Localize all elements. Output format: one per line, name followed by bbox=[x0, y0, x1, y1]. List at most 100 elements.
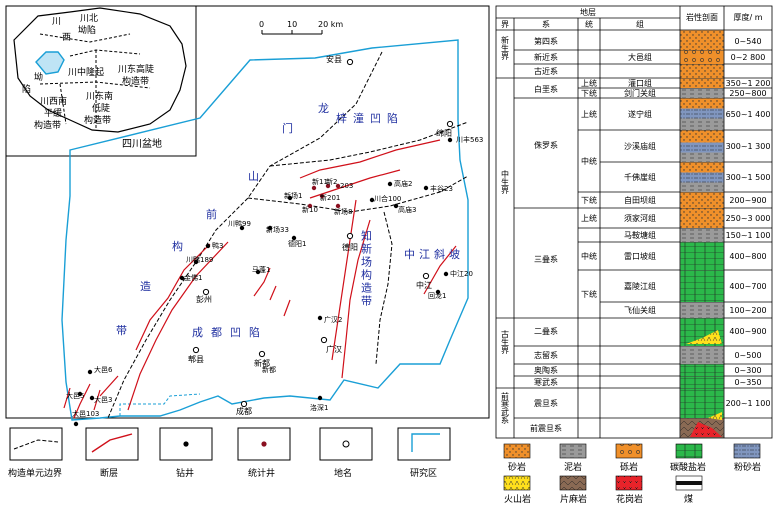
inset-label: 陷 bbox=[22, 83, 31, 95]
city-label: 中江 bbox=[416, 280, 432, 290]
well-label: 新11 bbox=[312, 177, 328, 186]
system-label: 新近系 bbox=[534, 52, 558, 62]
formation-label: 沙溪庙组 bbox=[624, 141, 656, 151]
inset-label: 坳 bbox=[34, 71, 43, 83]
well-label: 德阳1 bbox=[288, 239, 306, 248]
well-label: 大邑103 bbox=[72, 409, 99, 418]
formation-label: 自田坝组 bbox=[624, 195, 656, 205]
well-label: 鸭3 bbox=[212, 241, 223, 250]
well-label: 洛深1 bbox=[310, 403, 328, 412]
thickness-value: 400~800 bbox=[729, 252, 766, 261]
city-label: 新都 bbox=[254, 358, 270, 368]
system-label: 震旦系 bbox=[534, 398, 558, 408]
structure-label: 带 bbox=[116, 324, 127, 337]
lith-legend-label: 砾岩 bbox=[620, 461, 638, 473]
erathem-label: 古生界 bbox=[501, 329, 510, 355]
series-label: 中统 bbox=[581, 251, 597, 261]
lith-legend-label: 片麻岩 bbox=[560, 493, 587, 505]
legend-label: 统计井 bbox=[248, 467, 275, 479]
erathem-label: 中生界 bbox=[501, 169, 510, 195]
system-label: 前震旦系 bbox=[530, 423, 562, 433]
scale-tick: 10 bbox=[287, 20, 297, 29]
inset-label: 构造带 bbox=[84, 114, 111, 126]
strat-column: 地层 界 系 统 组 岩性剖面 厚度/ m 新生界 中生界 古生界 前寒武系 第… bbox=[495, 5, 773, 505]
city-label: 安县 bbox=[326, 54, 342, 64]
well-label: 广汉2 bbox=[324, 315, 342, 324]
structure-label: 中江斜坡 bbox=[404, 248, 464, 261]
formation-label: 雷口坡组 bbox=[624, 251, 656, 261]
well-markers bbox=[73, 137, 453, 427]
thickness-value: 650~1 400 bbox=[726, 110, 771, 119]
strat-grid bbox=[495, 5, 773, 439]
map-panel: 川 川北 坳陷 西 坳 陷 川中隆起 川东高陡 构造带 川西南 平缓 构造带 川… bbox=[5, 5, 490, 479]
inset-label: 构造带 bbox=[34, 119, 61, 131]
structure-label: 龙 bbox=[318, 102, 329, 115]
well-label: 新201 bbox=[320, 193, 340, 202]
well-label: 马蓬1 bbox=[252, 265, 270, 274]
inset-label: 川北 bbox=[80, 13, 98, 24]
formation-label: 须家河组 bbox=[624, 213, 656, 223]
thickness-value: 0~540 bbox=[734, 37, 761, 46]
inset-caption: 四川盆地 bbox=[122, 137, 162, 150]
formation-label: 千佛崖组 bbox=[624, 172, 656, 182]
structural-boundaries bbox=[107, 51, 469, 419]
strat-header: 厚度/ m bbox=[733, 12, 762, 22]
legend-label: 构造单元边界 bbox=[8, 467, 62, 479]
lith-legend: 砂岩 泥岩 砾岩 碳酸盐岩 粉砂岩 火山岩 片麻岩 花岗岩 煤 bbox=[503, 443, 761, 505]
thickness-value: 250~3 000 bbox=[726, 214, 771, 223]
inset-label: 构造带 bbox=[122, 75, 149, 87]
well-label: 川鸭189 bbox=[186, 255, 213, 264]
scale-bar: 0 10 20 km bbox=[259, 20, 343, 35]
inset-label: 西 bbox=[62, 32, 71, 43]
city-label: 绵阳 bbox=[436, 128, 452, 138]
formation-label: 嘉陵江组 bbox=[624, 281, 656, 291]
well-label: 中江20 bbox=[450, 269, 473, 278]
study-area-outline bbox=[61, 39, 469, 421]
formation-label: 飞仙关组 bbox=[624, 305, 656, 315]
city-label: 德阳 bbox=[342, 242, 358, 252]
lith-legend-label: 泥岩 bbox=[564, 461, 582, 473]
map-frame bbox=[5, 5, 490, 419]
thickness-value: 200~900 bbox=[729, 196, 766, 205]
formation-label: 马鞍塘组 bbox=[624, 230, 656, 240]
series-label: 上统 bbox=[581, 109, 597, 119]
thickness-value: 0~300 bbox=[734, 366, 761, 375]
system-label: 奥陶系 bbox=[534, 365, 558, 375]
lith-legend-label: 火山岩 bbox=[504, 493, 531, 505]
strat-header: 地层 bbox=[580, 7, 596, 17]
series-label: 上统 bbox=[581, 78, 597, 88]
formation-label: 遂宁组 bbox=[628, 109, 652, 119]
legend-label: 研究区 bbox=[410, 467, 437, 479]
strat-header: 组 bbox=[636, 19, 644, 29]
place-markers bbox=[192, 58, 454, 408]
lith-legend-label: 粉砂岩 bbox=[734, 461, 761, 473]
structure-label: 成都凹陷 bbox=[192, 325, 268, 339]
erathem-label: 新生界 bbox=[501, 35, 510, 61]
thickness-value: 0~2 800 bbox=[731, 53, 766, 62]
inset-label: 川东高陡 bbox=[118, 63, 154, 75]
series-label: 下统 bbox=[581, 88, 597, 98]
thickness-value: 150~1 100 bbox=[726, 231, 771, 240]
series-label: 中统 bbox=[581, 156, 597, 166]
thickness-value: 0~350 bbox=[734, 378, 761, 387]
thickness-value: 350~1 200 bbox=[726, 79, 771, 88]
system-label: 白垩系 bbox=[534, 84, 558, 94]
system-label: 二叠系 bbox=[534, 326, 558, 336]
erathem-label: 前寒武系 bbox=[501, 391, 510, 424]
thickness-value: 400~700 bbox=[729, 282, 766, 291]
scale-tick: 20 km bbox=[318, 20, 343, 29]
well-label: 川合100 bbox=[374, 194, 401, 203]
inset-label: 平缓 bbox=[44, 107, 62, 119]
well-label: 金佛1 bbox=[184, 273, 202, 282]
well-label: 大邑3 bbox=[94, 395, 112, 404]
lith-legend-label: 煤 bbox=[684, 493, 693, 505]
well-label: 回龙1 bbox=[428, 291, 446, 300]
inset-map: 川 川北 坳陷 西 坳 陷 川中隆起 川东高陡 构造带 川西南 平缓 构造带 川… bbox=[5, 5, 197, 157]
formation-label: 剑门关组 bbox=[624, 88, 656, 98]
formation-label: 灌口组 bbox=[628, 78, 652, 88]
legend-label: 断层 bbox=[100, 467, 118, 479]
structure-label: 造 bbox=[140, 279, 151, 293]
strat-header: 岩性剖面 bbox=[686, 12, 718, 22]
legend-label: 地名 bbox=[334, 467, 352, 479]
thickness-value: 100~200 bbox=[729, 306, 766, 315]
